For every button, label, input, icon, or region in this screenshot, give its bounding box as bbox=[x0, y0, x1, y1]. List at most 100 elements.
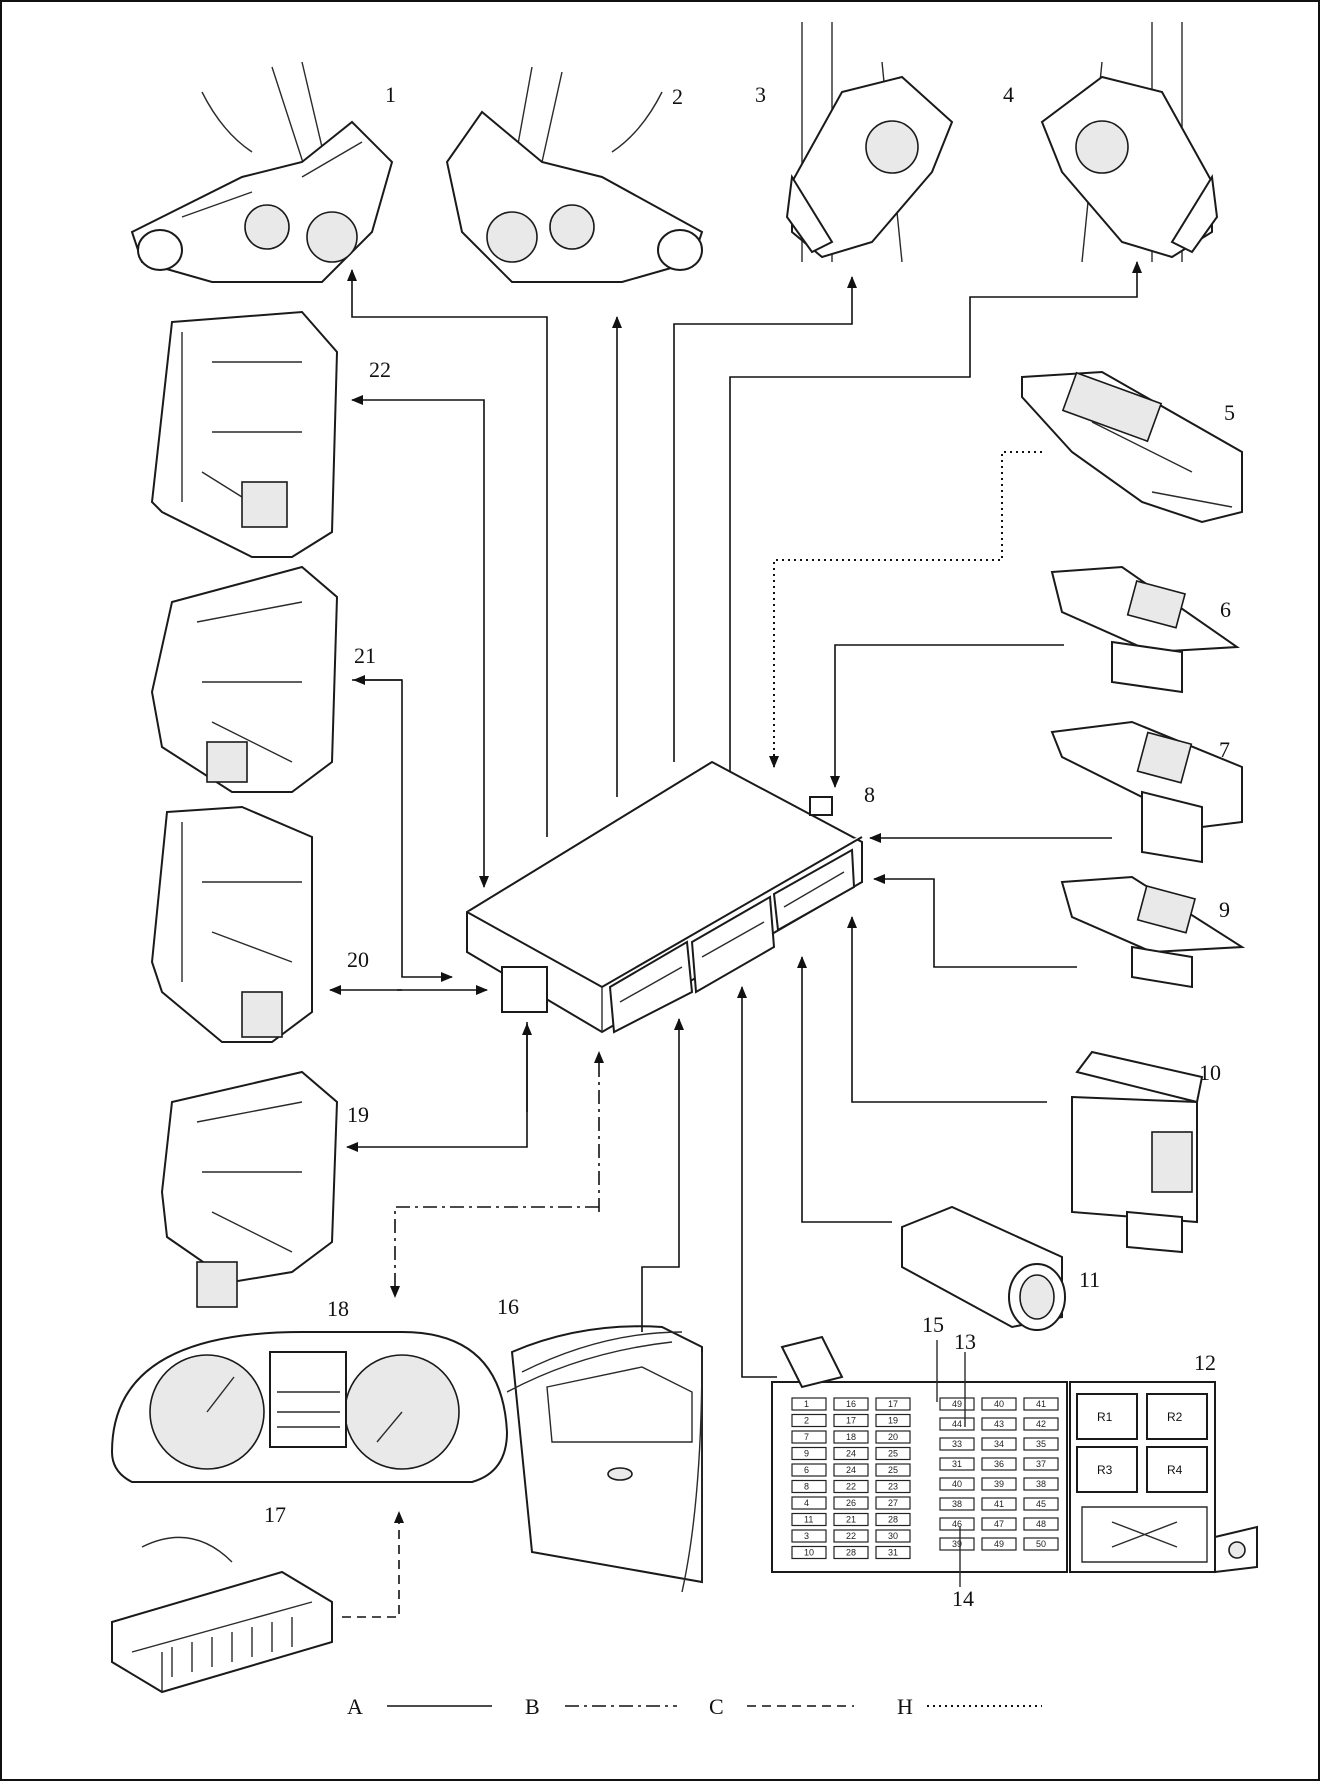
left-fuse bbox=[833, 1545, 869, 1560]
legend: A B C H bbox=[347, 1694, 1042, 1719]
window-motor-3 bbox=[785, 22, 954, 263]
wire-b-to-cluster bbox=[390, 1206, 599, 1298]
left-fuse bbox=[875, 1479, 911, 1494]
left-fuse-number: 6 bbox=[804, 1465, 809, 1475]
left-fuse-number: 22 bbox=[846, 1531, 856, 1541]
callout-2: 2 bbox=[672, 84, 683, 109]
right-fuse-number: 37 bbox=[1036, 1459, 1046, 1469]
callout-9: 9 bbox=[1219, 897, 1230, 922]
left-fuse bbox=[875, 1545, 911, 1560]
left-fuse bbox=[791, 1512, 827, 1527]
right-fuse bbox=[939, 1457, 975, 1471]
wire-switch-11 bbox=[797, 956, 892, 1223]
right-fuse-number: 49 bbox=[952, 1399, 962, 1409]
right-fuse bbox=[1023, 1517, 1059, 1531]
callout-21: 21 bbox=[354, 643, 376, 668]
window-motor-1 bbox=[130, 61, 394, 283]
left-fuse bbox=[791, 1446, 827, 1461]
left-fuse-number: 17 bbox=[888, 1399, 898, 1409]
left-fuse bbox=[791, 1479, 827, 1494]
left-fuse-number: 1 bbox=[804, 1399, 809, 1409]
right-fuse-number: 38 bbox=[1036, 1479, 1046, 1489]
left-fuse bbox=[833, 1463, 869, 1477]
left-fuse-number: 7 bbox=[804, 1432, 809, 1442]
right-fuse bbox=[1023, 1497, 1059, 1511]
left-fuse bbox=[833, 1430, 869, 1444]
left-fuse bbox=[791, 1463, 827, 1477]
right-fuse-number: 50 bbox=[1036, 1539, 1046, 1549]
legend-a-label: A bbox=[347, 1694, 363, 1719]
left-fuse bbox=[875, 1496, 911, 1510]
left-fuse bbox=[791, 1529, 827, 1543]
callout-12: 12 bbox=[1194, 1350, 1216, 1375]
wire-to-motor-1 bbox=[347, 269, 548, 837]
callout-10: 10 bbox=[1199, 1060, 1221, 1085]
switch-pack-5 bbox=[1021, 370, 1243, 524]
left-fuse bbox=[833, 1413, 869, 1428]
callout-17: 17 bbox=[264, 1502, 286, 1527]
callout-14: 14 bbox=[952, 1586, 974, 1611]
connector-17 bbox=[111, 1536, 333, 1694]
callout-4: 4 bbox=[1003, 82, 1014, 107]
right-fuse bbox=[939, 1537, 975, 1551]
left-fuse bbox=[833, 1496, 869, 1510]
left-fuse-number: 8 bbox=[804, 1482, 809, 1492]
right-fuse bbox=[981, 1457, 1017, 1471]
right-fuse bbox=[981, 1437, 1017, 1451]
callout-7: 7 bbox=[1219, 737, 1230, 762]
callout-19: 19 bbox=[347, 1102, 369, 1127]
left-fuse bbox=[791, 1545, 827, 1560]
wire-to-motor-3 bbox=[673, 276, 857, 762]
right-fuse bbox=[939, 1477, 975, 1491]
left-fuse-number: 27 bbox=[888, 1498, 898, 1508]
callout-13: 13 bbox=[954, 1329, 976, 1354]
right-fuse-number: 31 bbox=[952, 1459, 962, 1469]
callout-leaders bbox=[936, 1340, 966, 1587]
switch-7 bbox=[1050, 720, 1243, 864]
callout-3: 3 bbox=[755, 82, 766, 107]
wire-switch-6 bbox=[830, 644, 1064, 788]
left-fuse-number: 31 bbox=[888, 1548, 898, 1558]
right-fuse-number: 44 bbox=[952, 1419, 962, 1429]
right-fuse-number: 35 bbox=[1036, 1439, 1046, 1449]
right-fuse-number: 38 bbox=[952, 1499, 962, 1509]
left-fuse bbox=[875, 1529, 911, 1543]
left-fuse-number: 28 bbox=[846, 1548, 856, 1558]
left-fuse-number: 11 bbox=[804, 1515, 813, 1525]
left-fuse-number: 28 bbox=[888, 1515, 898, 1525]
window-motor-2 bbox=[445, 66, 704, 283]
left-fuse bbox=[833, 1397, 869, 1411]
left-fuse bbox=[833, 1479, 869, 1494]
left-fuse bbox=[833, 1446, 869, 1461]
wire-to-lock-22 bbox=[351, 395, 485, 882]
left-fuse bbox=[833, 1512, 869, 1527]
relay-r1-label: R1 bbox=[1097, 1410, 1113, 1424]
left-fuse-number: 18 bbox=[846, 1432, 856, 1442]
right-fuse-number: 47 bbox=[994, 1519, 1004, 1529]
right-fuse bbox=[1023, 1437, 1059, 1451]
relay-r2-label: R2 bbox=[1167, 1410, 1183, 1424]
left-fuse bbox=[875, 1512, 911, 1527]
callout-5: 5 bbox=[1224, 400, 1235, 425]
callouts: 1 2 3 4 5 6 7 8 9 10 11 12 13 14 15 16 1… bbox=[264, 82, 1235, 1611]
door-lock-22 bbox=[150, 310, 339, 558]
wire-fuse-box bbox=[737, 986, 777, 1378]
left-fuse bbox=[875, 1413, 911, 1428]
door-lock-19 bbox=[160, 1070, 339, 1308]
callout-22: 22 bbox=[369, 357, 391, 382]
callout-8: 8 bbox=[864, 782, 875, 807]
wire-h-switch-5 bbox=[769, 451, 1042, 768]
wire-door-16 bbox=[641, 1018, 684, 1332]
door-lock-21 bbox=[150, 565, 339, 793]
right-fuse-number: 40 bbox=[952, 1479, 962, 1489]
left-fuse-number: 30 bbox=[888, 1531, 898, 1541]
left-fuse bbox=[791, 1496, 827, 1510]
left-fuse-number: 23 bbox=[888, 1482, 898, 1492]
right-fuse bbox=[939, 1497, 975, 1511]
relay-r4-label: R4 bbox=[1167, 1463, 1183, 1477]
wire-to-motor-4 bbox=[729, 261, 1142, 772]
right-fuse bbox=[981, 1497, 1017, 1511]
right-fuse bbox=[981, 1537, 1017, 1551]
right-fuse bbox=[981, 1517, 1017, 1531]
